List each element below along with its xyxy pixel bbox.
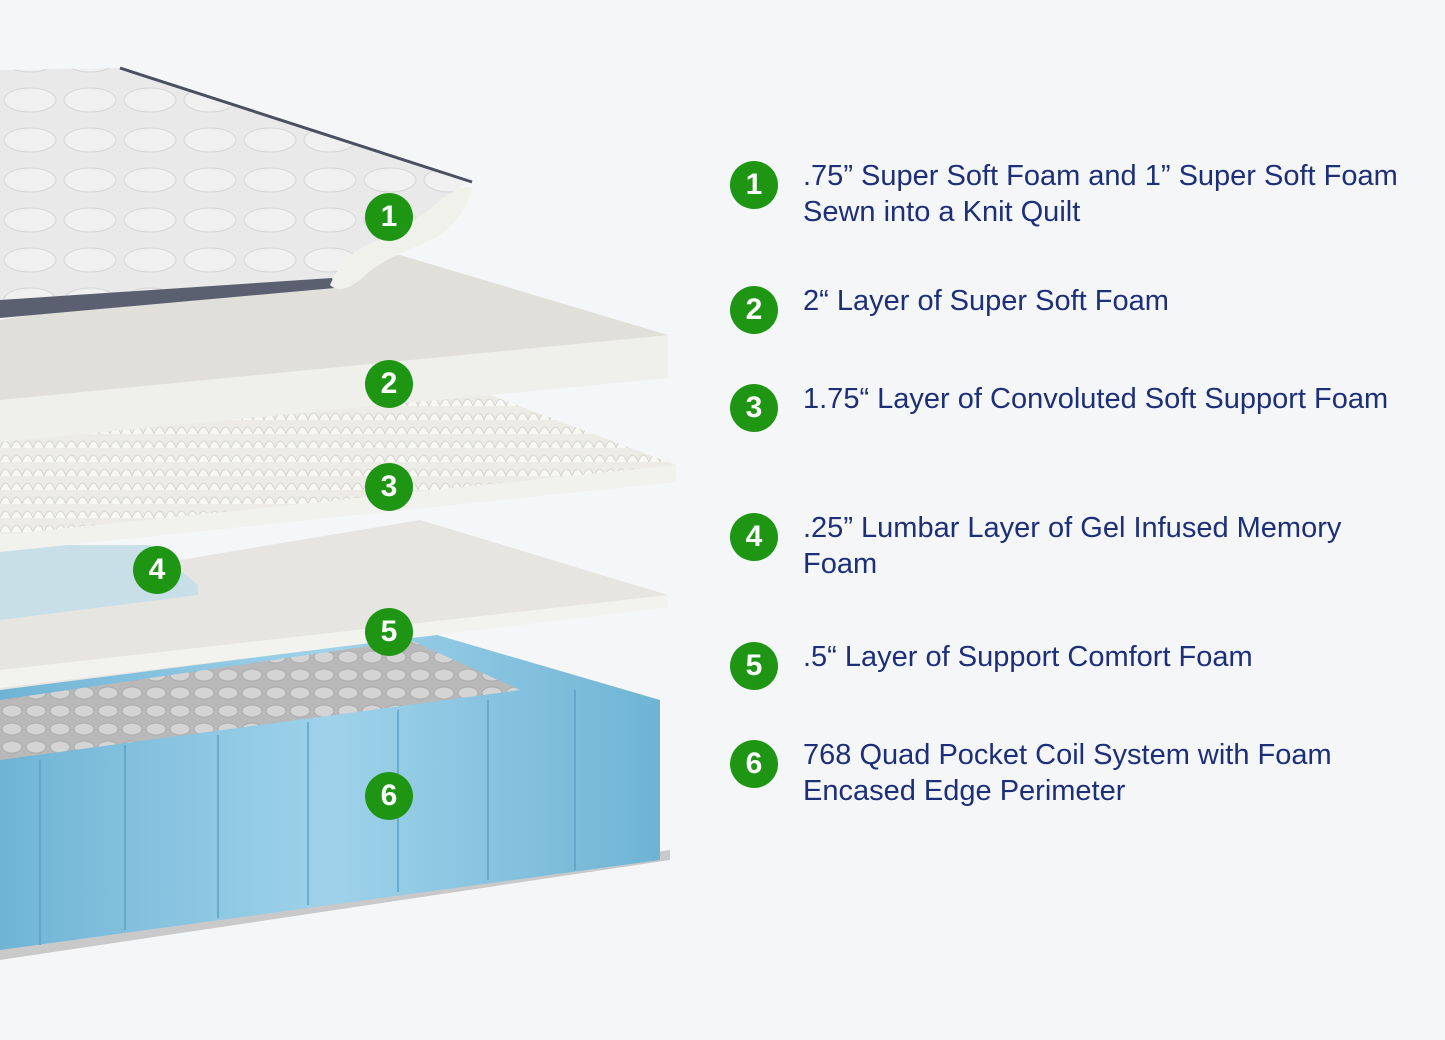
layer-1-quilted-top: [0, 66, 473, 318]
layer-6-coil-system: [0, 630, 670, 960]
legend-label: .25” Lumbar Layer of Gel Infused Memory …: [803, 512, 1342, 580]
legend-number-badge: 4: [730, 513, 778, 561]
legend-label: 768 Quad Pocket Coil System with Foam En…: [803, 739, 1332, 807]
legend-label: 2“ Layer of Super Soft Foam: [803, 285, 1169, 317]
layer-marker-4: 4: [133, 546, 181, 594]
legend-label: 1.75“ Layer of Convoluted Soft Support F…: [803, 383, 1389, 415]
legend-number-badge: 2: [730, 286, 778, 334]
layer-marker-6: 6: [365, 772, 413, 820]
legend-item-1: 1 .75” Super Soft Foam and 1” Super Soft…: [730, 160, 1423, 230]
layer-marker-5: 5: [365, 608, 413, 656]
mattress-layers-illustration: 1 2 3 4 5 6: [0, 66, 676, 960]
legend-number-badge: 6: [730, 740, 778, 788]
legend-label: .75” Super Soft Foam and 1” Super Soft F…: [803, 160, 1398, 228]
layer-marker-3: 3: [365, 463, 413, 511]
legend-label: .5“ Layer of Support Comfort Foam: [803, 641, 1253, 673]
layer-marker-2: 2: [365, 360, 413, 408]
legend-number-badge: 5: [730, 642, 778, 690]
layer-3-convoluted-foam: [0, 395, 676, 552]
legend-number-badge: 3: [730, 384, 778, 432]
legend-item-2: 2 2“ Layer of Super Soft Foam: [730, 285, 1423, 334]
legend-item-6: 6 768 Quad Pocket Coil System with Foam …: [730, 739, 1423, 809]
layer-marker-1: 1: [365, 193, 413, 241]
legend-item-4: 4 .25” Lumbar Layer of Gel Infused Memor…: [730, 512, 1423, 582]
legend-item-3: 3 1.75“ Layer of Convoluted Soft Support…: [730, 383, 1423, 432]
legend-number-badge: 1: [730, 161, 778, 209]
legend-item-5: 5 .5“ Layer of Support Comfort Foam: [730, 641, 1423, 690]
